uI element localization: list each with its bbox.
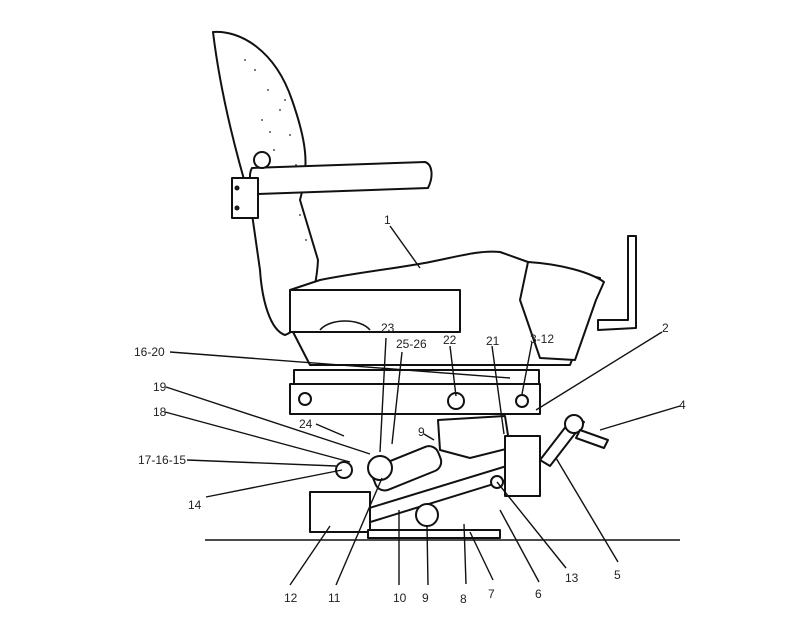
callout-17-16-15: 17-16-15 xyxy=(138,453,186,467)
bracket-bolt xyxy=(234,205,240,211)
callout-25-26: 25-26 xyxy=(396,337,427,351)
callout-22: 22 xyxy=(443,333,457,347)
callout-16-20: 16-20 xyxy=(134,345,165,359)
shock-absorber xyxy=(371,445,443,492)
armrest-bracket xyxy=(231,177,259,219)
base-plate xyxy=(309,491,371,533)
callout-8: 8 xyxy=(460,592,467,606)
upper-frame xyxy=(289,383,541,415)
seat-side-plate xyxy=(289,289,461,333)
callout-2: 2 xyxy=(662,321,669,335)
callout-11: 11 xyxy=(328,591,341,605)
leader-lines xyxy=(164,225,681,586)
suspension-body xyxy=(437,415,511,459)
callout-4: 4 xyxy=(679,398,686,412)
callout-12: 12 xyxy=(284,591,298,605)
grab-handle xyxy=(597,235,637,331)
lower-rail xyxy=(367,529,501,539)
callout-18: 18 xyxy=(153,405,167,419)
pivot-bolt xyxy=(335,461,353,479)
seat-front-block xyxy=(519,261,605,361)
front-bracket xyxy=(504,435,541,497)
callout-10: 10 xyxy=(393,591,407,605)
callout-13: 13 xyxy=(565,571,579,585)
callout-7: 7 xyxy=(488,587,495,601)
height-knob xyxy=(415,503,439,527)
seat-cutout xyxy=(319,320,371,331)
callout-5: 5 xyxy=(614,568,621,582)
frame-bolt xyxy=(515,394,529,408)
backrest-stipple xyxy=(244,59,307,241)
callout-14: 14 xyxy=(188,498,202,512)
callout-1: 1 xyxy=(384,213,391,227)
armrest-knob xyxy=(253,151,271,169)
callout-21: 21 xyxy=(486,334,500,348)
callout-24: 24 xyxy=(299,417,313,431)
callout-9-upper: 9 xyxy=(418,425,425,439)
frame-bolt xyxy=(298,392,312,406)
pivot-bolt xyxy=(367,455,393,481)
callout-9-lower: 9 xyxy=(422,591,429,605)
bracket-bolt xyxy=(234,185,240,191)
lever-knob xyxy=(564,414,584,434)
lever-grip xyxy=(575,429,609,449)
callout-19: 19 xyxy=(153,380,167,394)
callout-23: 23 xyxy=(381,321,395,335)
armrest xyxy=(249,161,433,195)
callout-6: 6 xyxy=(535,587,542,601)
callout-3-12: 3-12 xyxy=(530,332,554,346)
